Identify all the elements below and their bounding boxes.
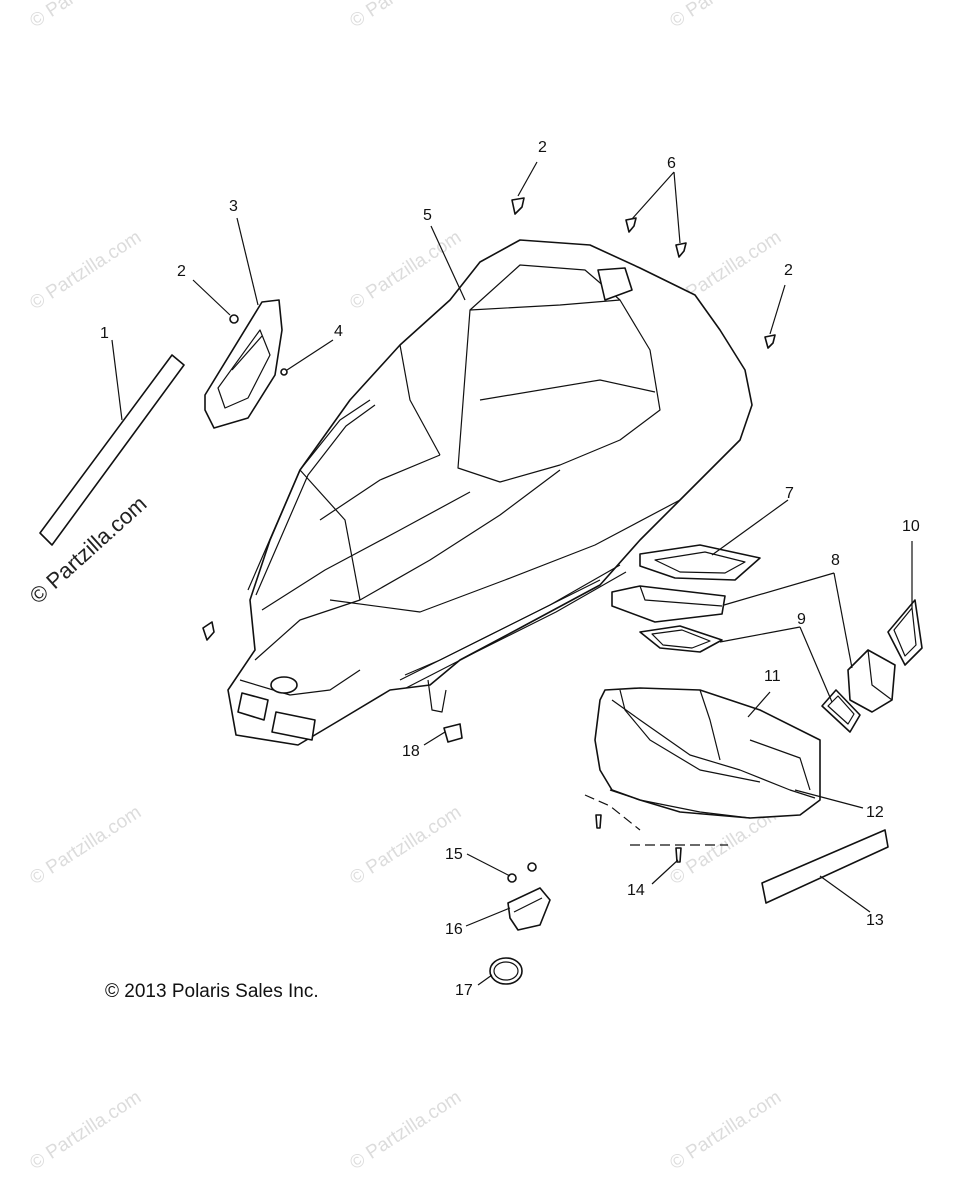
part-16-bracket: [507, 887, 551, 931]
leader-lines: [111, 161, 913, 986]
watermark: © Partzilla.com: [26, 1087, 145, 1174]
part-13-decal: [761, 829, 889, 904]
callout-10: 10: [902, 518, 920, 535]
callout-6: 6: [667, 155, 676, 172]
watermark: © Partzilla.com: [666, 0, 785, 32]
part-12-airbox: [584, 687, 821, 846]
callout-17: 17: [455, 982, 473, 999]
callout-1: 1: [100, 325, 109, 342]
watermark: © Partzilla.com: [346, 1087, 465, 1174]
callout-12: 12: [866, 804, 884, 821]
callout-4: 4: [334, 323, 343, 340]
callout-2: 2: [177, 263, 186, 280]
watermark: © Partzilla.com: [346, 227, 465, 314]
callout-2: 2: [784, 262, 793, 279]
part-8-block: [611, 585, 726, 623]
callout-16: 16: [445, 921, 463, 938]
watermark: © Partzilla.com: [666, 1087, 785, 1174]
part-18-clip: [443, 723, 463, 743]
part-17-ring: [489, 957, 523, 985]
part-8-block-right: [847, 649, 896, 713]
callout-2: 2: [538, 139, 547, 156]
part-3-side-panel: [204, 299, 283, 429]
callout-7: 7: [785, 485, 794, 502]
callout-14: 14: [627, 882, 645, 899]
callout-15: 15: [445, 846, 463, 863]
part-1-decal: [39, 354, 185, 546]
callout-9: 9: [797, 611, 806, 628]
part-7-vent: [639, 544, 761, 581]
callout-8: 8: [831, 552, 840, 569]
watermark: © Partzilla.com: [26, 0, 145, 32]
watermark: © Partzilla.com: [26, 802, 145, 889]
callout-numbers: 1 2 2 2 3 4 5 6 7 8 9 10 11 12 13 14 15 …: [100, 139, 920, 999]
callout-11: 11: [764, 668, 781, 685]
part-5-hood: [227, 239, 753, 746]
watermark-prominent: © Partzilla.com: [25, 491, 152, 609]
callout-5: 5: [423, 207, 432, 224]
callout-18: 18: [402, 743, 420, 760]
part-10-filter: [887, 599, 923, 666]
part-9-screen: [639, 625, 723, 653]
copyright-text: © 2013 Polaris Sales Inc.: [105, 981, 319, 1002]
watermark: © Partzilla.com: [26, 227, 145, 314]
callout-13: 13: [866, 912, 884, 929]
callout-3: 3: [229, 198, 238, 215]
watermark: © Partzilla.com: [346, 0, 465, 32]
